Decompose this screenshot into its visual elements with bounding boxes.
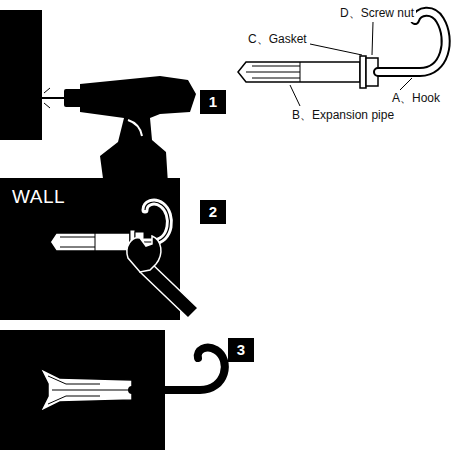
callout-number: 2 [200,200,226,224]
part-label: D、Screw nut [338,5,416,22]
part-label: B、Expansion pipe [290,107,396,124]
expanded-anchor [40,348,225,412]
wall [0,178,180,320]
gasket [360,56,366,88]
expansion-anchor [238,12,446,88]
drill-bit [42,97,66,99]
wall-label: WALL [12,186,65,208]
part-label: C、Gasket [246,31,309,48]
callout-number: 3 [228,338,254,362]
callout-number: 1 [200,90,226,114]
wrench [127,236,198,318]
wall [0,10,42,140]
part-label: A、Hook [390,90,442,107]
